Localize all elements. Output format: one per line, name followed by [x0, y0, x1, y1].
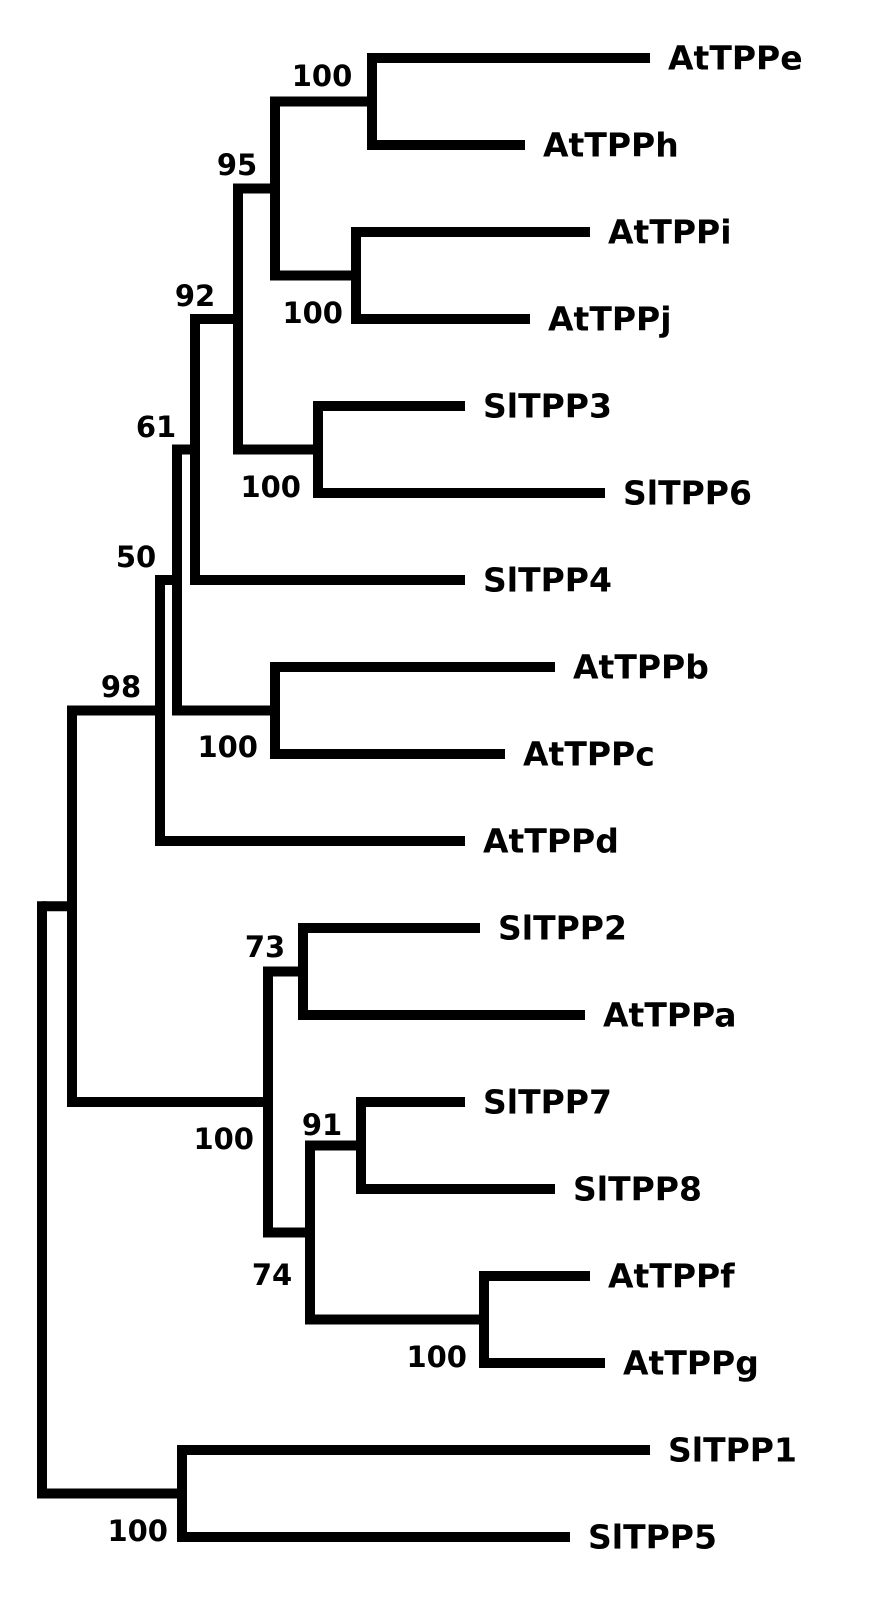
leaf-label-SlTPP7: SlTPP7	[483, 1083, 612, 1122]
support-value-ehij36: 92	[175, 279, 215, 313]
support-value-bc: 100	[197, 730, 258, 764]
support-value-fg: 100	[406, 1340, 467, 1374]
support-value-n74: 74	[252, 1258, 292, 1292]
leaf-label-AtTPPf: AtTPPf	[608, 1257, 735, 1296]
leaf-label-SlTPP1: SlTPP1	[668, 1431, 797, 1470]
leaf-label-SlTPP3: SlTPP3	[483, 387, 612, 426]
leaf-label-AtTPPi: AtTPPi	[608, 213, 732, 252]
support-value-s2a: 73	[245, 930, 285, 964]
support-value-n50: 50	[116, 540, 156, 574]
leaf-label-SlTPP4: SlTPP4	[483, 561, 612, 600]
leaf-label-AtTPPd: AtTPPd	[483, 822, 619, 861]
leaf-label-AtTPPa: AtTPPa	[603, 996, 737, 1035]
leaf-label-SlTPP6: SlTPP6	[623, 474, 752, 513]
support-values: 100 100 95 100 92 61 100 50 98 73 91 100 74 100 100	[101, 59, 467, 1548]
leaf-label-AtTPPc: AtTPPc	[523, 735, 655, 774]
leaf-label-SlTPP2: SlTPP2	[498, 909, 627, 948]
support-value-n98: 98	[101, 670, 141, 704]
leaf-label-SlTPP5: SlTPP5	[588, 1518, 717, 1557]
support-value-ehij: 95	[217, 148, 257, 182]
leaf-label-SlTPP8: SlTPP8	[573, 1170, 702, 1209]
support-value-n100b: 100	[193, 1122, 254, 1156]
leaf-label-AtTPPh: AtTPPh	[543, 126, 679, 165]
support-value-s15: 100	[107, 1514, 168, 1548]
support-value-s36: 100	[240, 470, 301, 504]
tree-branches	[37, 53, 650, 1542]
leaf-label-AtTPPb: AtTPPb	[573, 648, 709, 687]
leaf-label-AtTPPg: AtTPPg	[623, 1344, 759, 1383]
leaf-label-AtTPPe: AtTPPe	[668, 39, 803, 78]
support-value-ij: 100	[282, 296, 343, 330]
leaf-labels: AtTPPeAtTPPhAtTPPiAtTPPjSlTPP3SlTPP6SlTP…	[483, 39, 803, 1557]
support-value-eh: 100	[292, 59, 353, 93]
support-value-n61: 61	[136, 410, 176, 444]
support-value-s78: 91	[302, 1108, 342, 1142]
leaf-label-AtTPPj: AtTPPj	[548, 300, 672, 339]
